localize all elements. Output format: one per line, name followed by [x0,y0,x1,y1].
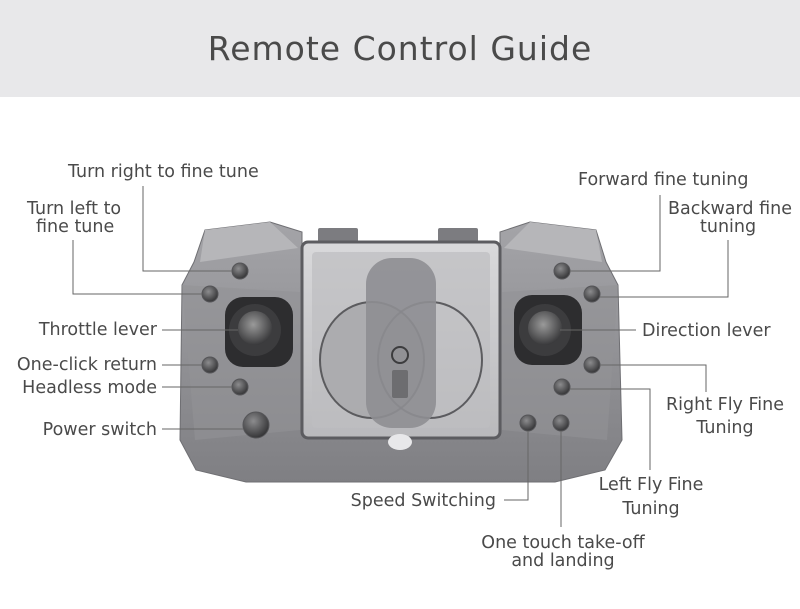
label-turn-left-line2: fine tune [36,217,115,237]
one-click-return-button[interactable] [201,356,219,374]
leader-lines [72,186,729,527]
label-takeoff-line2: and landing [511,551,615,571]
label-headless-mode: Headless mode [22,378,157,398]
speed-switch-button[interactable] [519,414,537,432]
label-turn-left-line1: Turn left to [27,199,122,219]
right-fly-trim-button[interactable] [583,356,601,374]
takeoff-landing-button[interactable] [552,414,570,432]
label-right-fly-line1: Right Fly Fine [665,395,784,415]
label-left-fly-line1: Left Fly Fine [598,475,704,495]
label-left-fly-line2: Tuning [622,499,680,519]
label-turn-right: Turn right to fine tune [68,162,259,182]
label-backward-line2: tuning [700,217,757,237]
label-power-switch: Power switch [42,420,157,440]
forward-trim-button[interactable] [553,262,571,280]
label-direction-lever: Direction lever [642,321,771,341]
drone-compartment [300,240,502,450]
throttle-lever[interactable] [225,297,293,367]
label-takeoff-line1: One touch take-off [481,533,645,553]
turn-right-trim-button[interactable] [231,262,249,280]
page-title: Remote Control Guide [207,29,593,68]
header-banner: Remote Control Guide [0,0,800,97]
headless-mode-button[interactable] [231,378,249,396]
label-throttle-lever: Throttle lever [38,320,157,340]
label-forward-tuning: Forward fine tuning [578,170,749,190]
left-fly-trim-button[interactable] [553,378,571,396]
power-switch-button[interactable] [242,411,270,439]
backward-trim-button[interactable] [583,285,601,303]
label-right-fly-line2: Tuning [696,418,754,438]
turn-left-trim-button[interactable] [201,285,219,303]
direction-lever[interactable] [514,295,582,365]
label-speed-switching: Speed Switching [350,491,496,511]
label-backward-line1: Backward fine [668,199,792,219]
label-one-click-return: One-click return [16,355,157,375]
